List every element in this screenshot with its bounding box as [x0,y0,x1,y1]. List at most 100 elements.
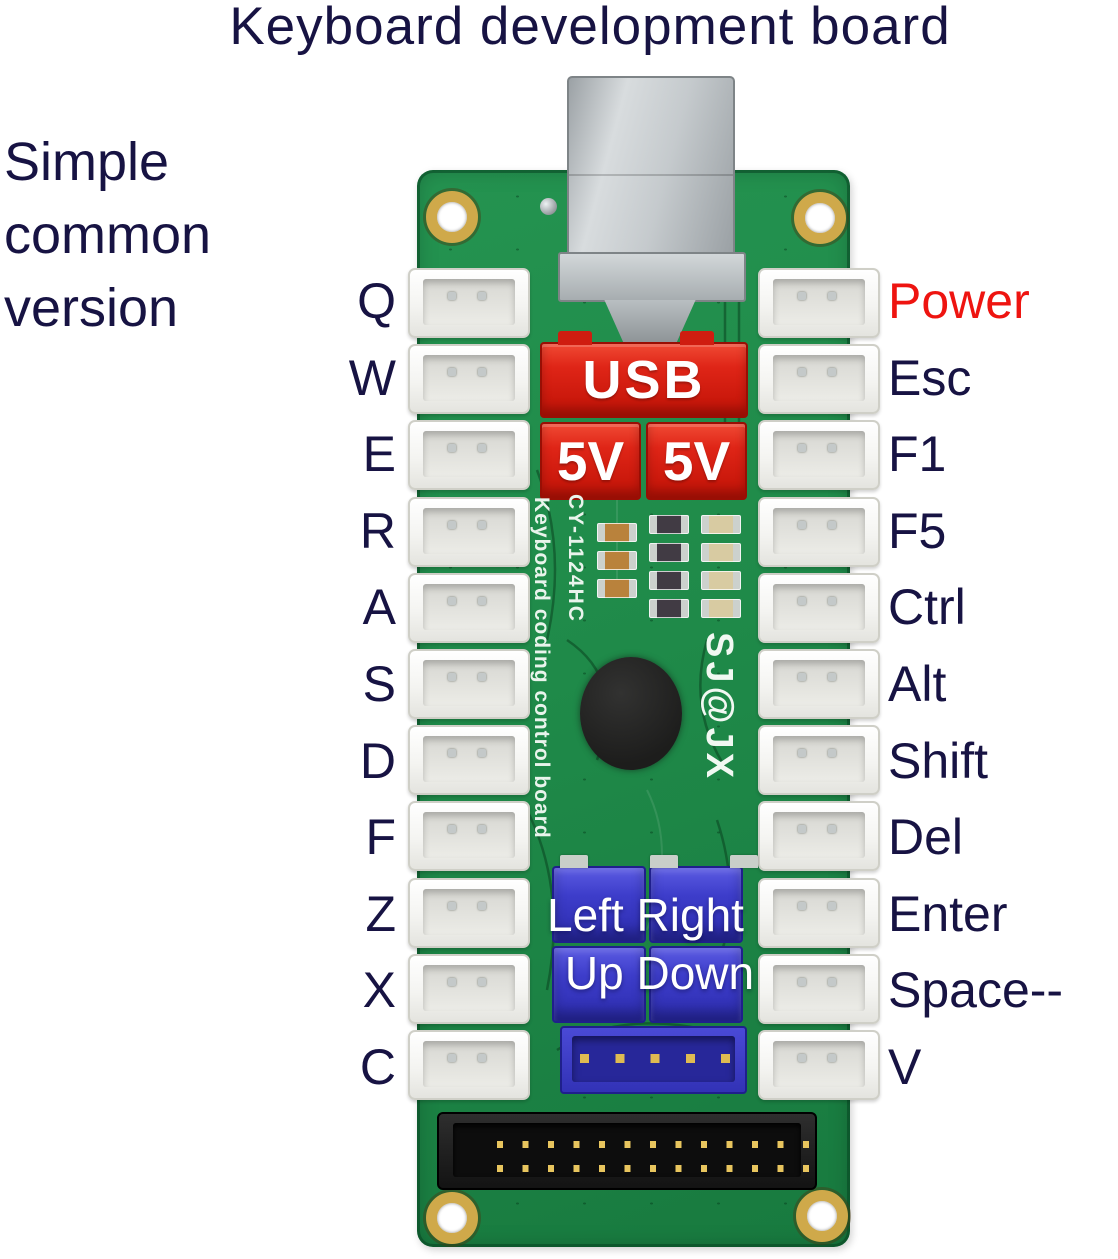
key-label-shift: Shift [888,732,989,789]
connector-tab [730,855,758,868]
mounting-hole-top-right [794,192,846,244]
jst-connector-space [758,953,880,1024]
direction-label-line2: Up Down [564,947,755,999]
solder-joint [540,198,557,215]
five-volt-label-2: 5V [662,430,731,492]
jst-connector-power [758,268,880,338]
jst-connector-f5 [758,496,880,567]
key-label-s: S [362,655,396,712]
jst-connector-q [408,268,530,338]
five-volt-header-2: 5V [646,422,747,500]
key-label-enter: Enter [888,885,1008,942]
jst-connector-c [408,1029,530,1100]
key-label-c: C [359,1038,396,1095]
smd-chip [701,515,741,534]
usb-power-header: USB [540,342,748,418]
key-label-z: Z [365,885,396,942]
five-volt-header-1: 5V [540,422,641,500]
jst-connector-s [408,648,530,719]
smd-chip [701,599,741,618]
key-label-esc: Esc [888,349,972,406]
variant-note-line-2: common [4,205,212,265]
idc-pin-row-1 [497,1141,809,1148]
usb-header-label: USB [582,350,706,410]
idc-connector [437,1112,817,1190]
jst-connector-shift [758,725,880,796]
left-connector-column [408,268,530,1100]
jst-connector-w [408,344,530,415]
jst-connector-v [758,1029,880,1100]
jst-connector-del [758,801,880,872]
mounting-hole-bottom-left [426,1192,478,1244]
smd-chip [649,543,689,562]
jst-connector-esc [758,344,880,415]
connector-tab [560,855,588,868]
key-label-a: A [362,579,396,636]
idc-pin-row-2 [497,1165,809,1172]
mounting-hole-top-left [426,191,478,243]
red-connector-tab [558,331,592,345]
right-connector-column [758,268,880,1100]
jst-connector-f [408,801,530,872]
variant-note: Simple common version [4,126,211,345]
red-connector-tab [680,331,714,345]
jst-connector-r [408,496,530,567]
smd-chip [597,523,637,542]
pcb-board: USB 5V 5V CY-1124HC Keyboard coding cont… [408,76,880,1247]
jst-connector-e [408,420,530,491]
brand-text: SJ@JX [698,632,740,783]
key-label-ctrl: Ctrl [888,579,966,636]
smd-chip [649,571,689,590]
direction-connector-right [649,866,743,943]
page-title: Keyboard development board [229,0,951,56]
usb-b-connector [567,76,735,258]
right-key-labels: Power Esc F1 F5 Ctrl Alt Shift Del Enter… [888,268,1116,1100]
key-label-r: R [359,502,396,559]
smd-led-cluster [597,515,741,618]
key-label-f: F [365,809,396,866]
key-label-f5: F5 [888,502,947,559]
smd-chip [649,515,689,534]
key-label-del: Del [888,809,964,866]
jst-connector-d [408,725,530,796]
usb-b-connector-flange [558,252,746,302]
pin-strip [580,1054,730,1063]
key-label-w: W [348,349,396,406]
usb-5v-header-group: USB 5V 5V [540,331,748,500]
silk-board-text: Keyboard coding control board [530,497,553,839]
key-label-alt: Alt [888,655,947,712]
connector-tab [650,855,678,868]
jst-connector-f1 [758,420,880,491]
mounting-hole-bottom-right [796,1190,848,1242]
smd-chip [701,543,741,562]
smd-chip [649,599,689,618]
left-key-labels: Q W E R A S D F Z X C [228,268,396,1100]
direction-connector-left [552,866,646,943]
smd-chip [701,571,741,590]
direction-label-line1: Left Right [547,889,744,941]
key-label-q: Q [357,273,396,329]
direction-connector-up [552,946,646,1023]
direction-connector-down [649,946,743,1023]
jst-connector-z [408,877,530,948]
variant-note-line-1: Simple [4,132,170,192]
key-label-x: X [362,962,396,1019]
key-label-f1: F1 [888,426,947,483]
key-label-d: D [359,732,396,789]
jst-connector-enter [758,877,880,948]
jst-connector-ctrl [758,572,880,643]
silk-model-text: CY-1124HC [564,494,587,623]
direction-header-group [552,855,758,1094]
key-label-v: V [888,1038,922,1095]
jst-connector-alt [758,648,880,719]
smd-chip [597,551,637,570]
jst-connector-a [408,572,530,643]
smd-chip [597,579,637,598]
joystick-pin-header [560,1026,747,1094]
key-label-power: Power [888,273,1030,329]
jst-connector-x [408,953,530,1024]
variant-note-line-3: version [4,278,179,338]
five-volt-label-1: 5V [556,430,625,492]
cob-chip-blob [580,657,682,770]
